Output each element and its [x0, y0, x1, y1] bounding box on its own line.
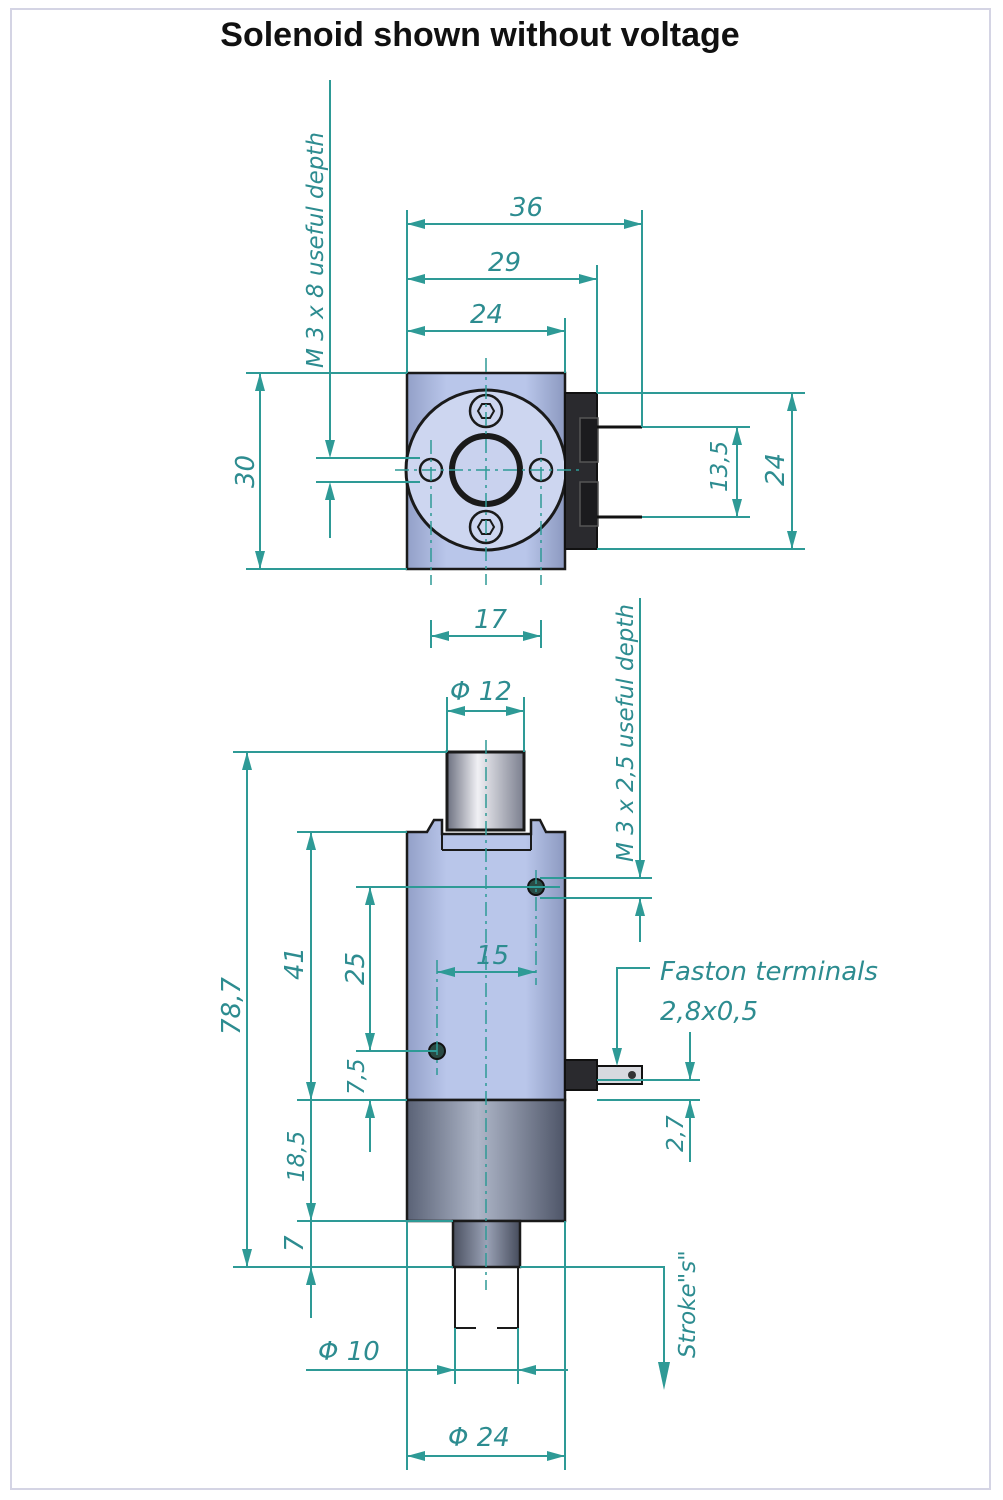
faston-size: 2,8x0,5: [660, 997, 758, 1027]
faston-terminal: [564, 1059, 643, 1091]
dim-78-7: 78,7: [217, 977, 247, 1035]
stroke-label: Stroke"s": [675, 1250, 701, 1358]
top-view: 36 29 24 30 M 3 x 8 useful depth: [231, 80, 805, 648]
dim-36: 36: [510, 193, 543, 223]
dim-7: 7: [280, 1235, 310, 1252]
dim-15: 15: [476, 941, 509, 971]
dim-25: 25: [341, 952, 371, 985]
dim-30: 30: [231, 455, 261, 488]
dim-7-5: 7,5: [344, 1058, 370, 1095]
dim-phi-12: Φ 12: [450, 677, 512, 707]
dim-24-right: 24: [761, 453, 791, 486]
thread-note-top: M 3 x 8 useful depth: [303, 132, 329, 368]
dim-13-5: 13,5: [707, 441, 733, 492]
dim-41: 41: [280, 947, 310, 980]
dim-18-5: 18,5: [284, 1131, 310, 1182]
drawing-frame: [10, 8, 991, 1490]
dim-24-top: 24: [470, 300, 503, 330]
rod-extended: [454, 1267, 519, 1329]
dim-phi-24: Φ 24: [448, 1423, 510, 1453]
faston-label: Faston terminals: [660, 957, 878, 987]
dim-phi-10: Φ 10: [318, 1337, 380, 1367]
thread-note-side: M 3 x 2,5 useful depth: [613, 604, 639, 862]
page-title: Solenoid shown without voltage: [220, 16, 740, 54]
top-terminal-block: [564, 392, 642, 550]
dim-29: 29: [488, 248, 521, 278]
plunger: [445, 750, 526, 832]
side-view: Φ 12 78,7 41 25 7,5 15 18: [217, 598, 878, 1470]
dim-2-7: 2,7: [663, 1115, 689, 1152]
hex-hole-top: [468, 393, 504, 429]
dim-17: 17: [474, 605, 508, 635]
